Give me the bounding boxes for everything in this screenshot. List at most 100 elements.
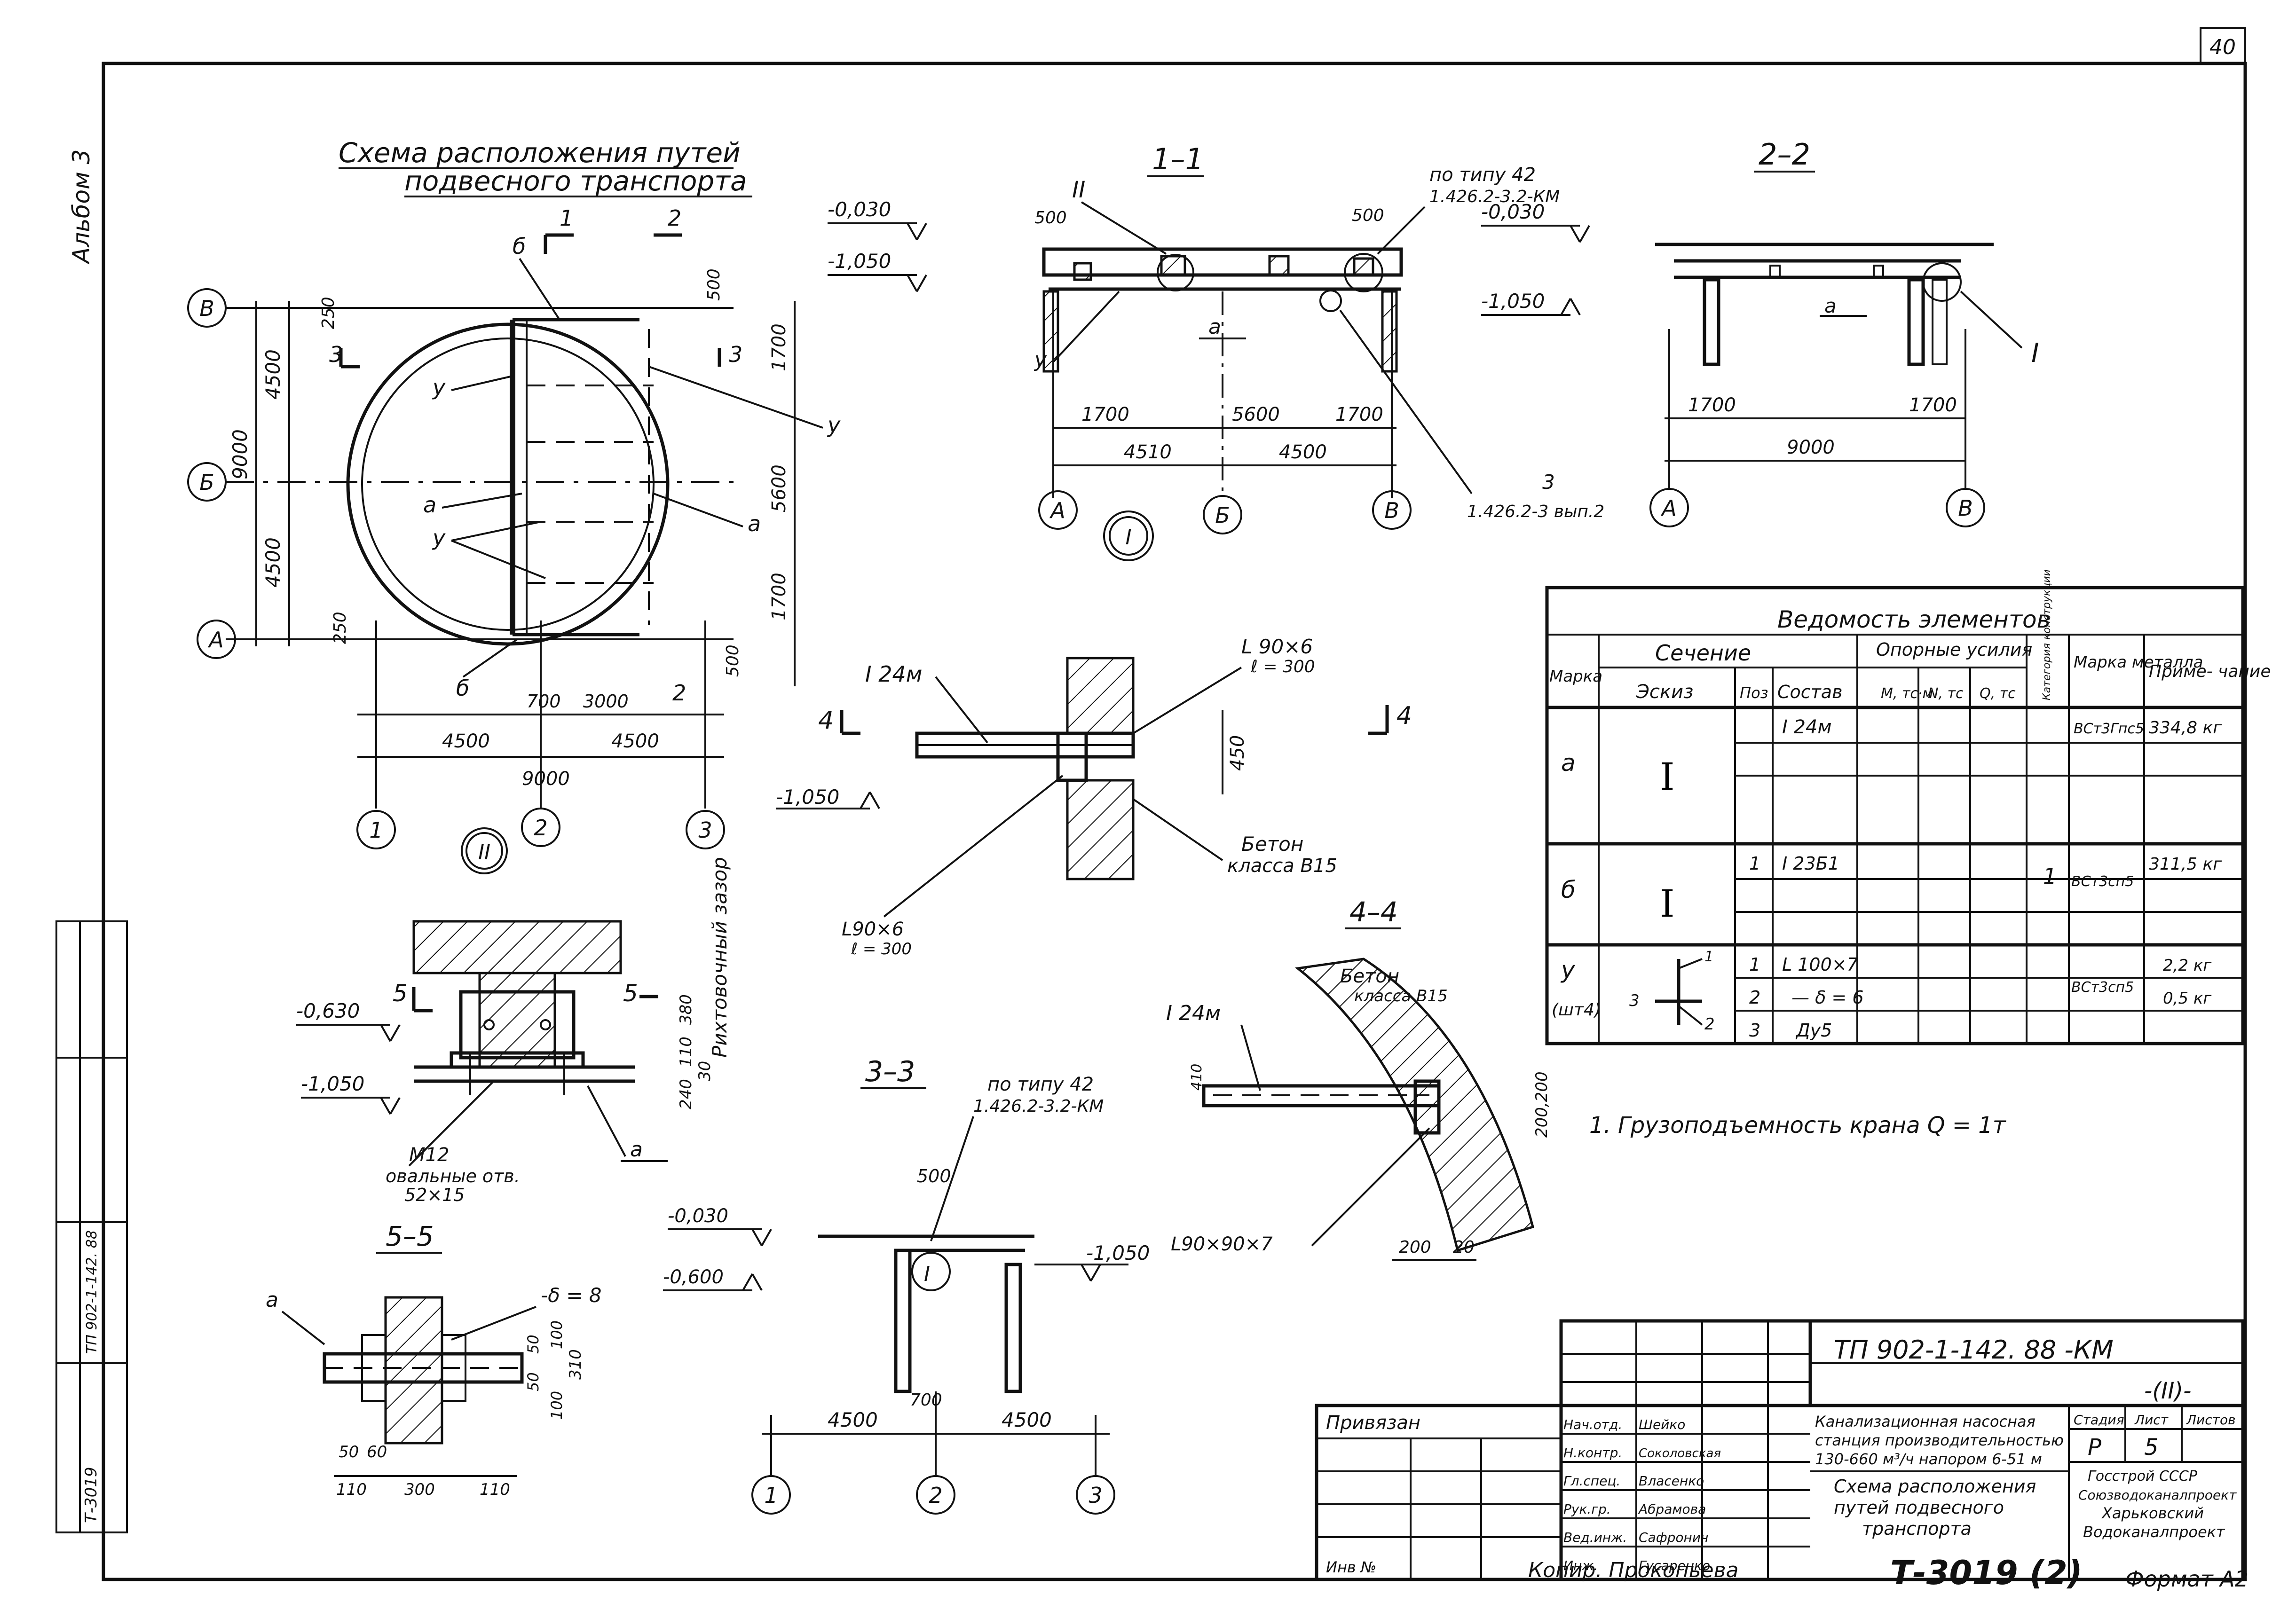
s11-detail-ref: I [1126,526,1132,550]
s44a-beam: I 24м [865,661,922,687]
s44a-angle2-len: ℓ = 300 [851,940,912,958]
s44a-wall-top [1066,657,1135,735]
stamp-h-sheet: Лист [2134,1412,2169,1428]
s33-axis-3: 3 [1089,1483,1102,1508]
d2-dim380: 380 [677,994,695,1025]
s55-d300: 300 [404,1480,435,1499]
s11-axis-a: А [1049,498,1065,523]
stamp-inv: Инв № [1326,1558,1376,1576]
sheet-frame [102,62,2247,1581]
row-u-sketch-3: 3 [1629,991,1640,1010]
s11-axis-v: В [1384,498,1399,523]
s11-elev-top: -0,030 [828,198,891,221]
plan-dim-4500-bot: 4500 [261,537,284,588]
row-a-mark: а [1561,749,1576,777]
s55-plate: -δ = 8 [541,1284,601,1307]
s55-d100a: 100 [548,1320,566,1349]
s55-d310: 310 [566,1349,585,1380]
s44-dim20: 20 [1453,1238,1475,1257]
plan-dim-9000: 9000 [229,429,252,479]
s44-dim410: 410 [1189,1064,1205,1091]
d2-dim30: 30 [695,1061,714,1081]
d2-bolt: М12 [409,1144,449,1166]
s33-note-code: 1.426.2-3.2-КМ [973,1097,1104,1116]
row-u-sostav: L 100×7 [1782,954,1858,975]
stamp-role-1: Н.контр. [1563,1445,1622,1461]
plan-cut-2-bot: 2 [672,680,686,706]
s22-label-a: а [1824,294,1837,317]
plan-title-1: Схема расположения путей [339,137,741,169]
s55-d60: 60 [367,1443,387,1461]
s33-elev2: -0,600 [663,1266,724,1288]
row-a-note: 334,8 кг [2149,718,2222,738]
s55-wall [384,1296,443,1445]
d2-holes: овальные отв. [386,1166,520,1186]
d2-mark5-left: 5 [393,980,408,1007]
table-h-m: M, тс·м [1881,685,1933,702]
elements-table: Ведомость элементов Марка Сечение Эскиз … [1545,569,2271,1045]
s11-dim1700a: 1700 [1081,404,1129,425]
stamp-title-1: Схема расположения [1834,1476,2036,1497]
row-4-sostav: — δ = 6 [1791,987,1864,1008]
s55-d110a: 110 [336,1480,367,1499]
album-label: Альбом 3 [68,149,95,265]
s22-title: 2–2 [1759,137,1810,172]
s11-label-a: а [1208,315,1221,339]
row-u-sketch-2: 2 [1704,1015,1715,1034]
s11-title: 1–1 [1152,142,1204,176]
s11-roman: II [1072,177,1085,203]
row-u-mark2: (шт4) [1552,1000,1601,1020]
row-u-pos: 1 [1749,954,1760,975]
s44-angle: L90×90×7 [1171,1233,1273,1255]
table-h-section: Сечение [1655,640,1751,666]
s11-dim1700b: 1700 [1335,404,1383,425]
plan-dim-4500-top: 4500 [261,349,284,400]
s44a-mark-left: 4 [818,707,834,735]
stamp-role-3: Рук.гр. [1563,1501,1611,1517]
format-label: Формат А2 [2125,1566,2249,1592]
d2-dim110: 110 [677,1037,695,1067]
plan-dim-250a: 250 [319,297,338,329]
stamp-stage: Р [2088,1434,2101,1461]
stamp-code-suffix: -(II)- [2144,1378,2191,1404]
s33-d700: 700 [910,1390,942,1410]
s33-elev3: -1,050 [1086,1241,1150,1264]
plan-cut-1: 1 [560,205,573,231]
plan-cut-3-right: 3 [729,342,742,367]
d2-holes-size: 52×15 [404,1185,465,1205]
s11-note-3: 3 [1542,471,1555,494]
s55-d110b: 110 [480,1480,510,1499]
plan-label-a-1: а [423,492,436,518]
stamp-title-2: путей подвесного [1834,1497,2004,1518]
table-h-forces: Опорные усилия [1876,639,2032,660]
row-b-mark: б [1561,876,1576,903]
table-h-sketch: Эскиз [1636,681,1693,703]
stamp-name-4: Сафронич [1639,1530,1709,1545]
s11-axis-b: Б [1215,503,1230,528]
side-project: ТП 902-1-142. 88 [84,1230,100,1354]
plan-cut-2: 2 [668,205,681,231]
row-b-sketch-icon: I [1660,882,1675,926]
s11-dim4500: 4500 [1279,441,1327,463]
plan-label-u-1: у [432,375,446,400]
d2-gap: Рихтовочный зазор [708,857,731,1058]
stamp-project-1: Канализационная насосная [1815,1413,2036,1430]
plan-label-a-2: а [748,511,761,536]
s44-dim200: 200 [1399,1238,1431,1257]
d2-slab [412,920,622,974]
row-u-sketch-icon [1655,958,1703,1026]
s22-dim9000: 9000 [1787,437,1835,458]
plan-dim-4500a: 4500 [442,730,490,752]
stamp-sheet: 5 [2144,1434,2159,1461]
s44a-angle-len: ℓ = 300 [1250,657,1315,676]
stamp-project-2: станция производительностью [1815,1431,2064,1449]
d2-mark5-right: 5 [623,980,638,1007]
s33-d4500a: 4500 [828,1408,878,1431]
s33-axis-1: 1 [764,1483,778,1508]
row-5-sostav: Ду5 [1795,1020,1832,1041]
stamp-role-5: Инж. [1563,1558,1598,1573]
plan-dim-3000: 3000 [583,691,629,712]
table-h-pos: Поз [1740,684,1768,702]
s44a-mark-right: 4 [1397,702,1412,730]
row-4-pos: 2 [1749,987,1760,1008]
